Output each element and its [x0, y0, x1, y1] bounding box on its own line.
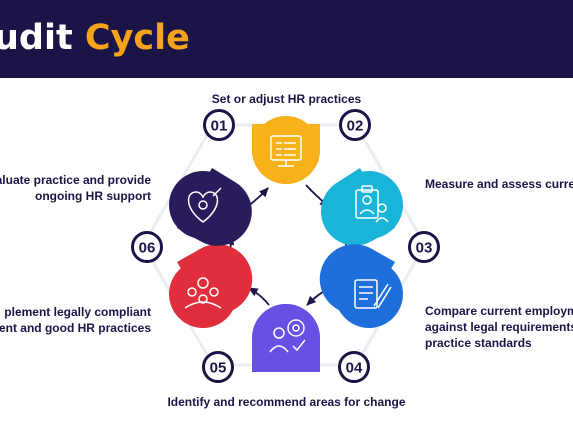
- step-3-label-line-2: against legal requirements: [425, 320, 573, 334]
- evaluate-label-line-2: ongoing HR support: [35, 189, 151, 203]
- evaluate-label: aluate practice and provide ongoing HR s…: [0, 172, 151, 204]
- header-banner: [0, 0, 573, 78]
- target-person-icon: [269, 319, 306, 353]
- badge-03: 03: [408, 231, 440, 263]
- heart-gear-icon: [187, 187, 222, 223]
- badge-05-number: 05: [210, 360, 227, 377]
- arrow-6-to-1: [247, 187, 269, 207]
- step-node-3: [319, 244, 403, 328]
- step-node-6: [169, 244, 253, 328]
- step-4-label: Identify and recommend areas for change: [0, 394, 573, 410]
- step-6-label-line-1: plement legally compliant: [4, 305, 151, 319]
- step-3-label: Compare current employm against legal re…: [425, 303, 573, 351]
- step-3-label-line-3: practice standards: [425, 336, 532, 350]
- step-1-label-line: Set or adjust HR practices: [211, 92, 362, 106]
- step-3-label-line-1: Compare current employm: [425, 304, 573, 318]
- document-pen-icon: [354, 279, 392, 309]
- badge-03-number: 03: [416, 240, 433, 257]
- step-6-label: plement legally compliant ment and good …: [0, 304, 151, 336]
- clipboard-user-icon: [355, 185, 389, 223]
- step-6-label-line-2: ment and good HR practices: [0, 321, 151, 335]
- step-node-2: [320, 168, 403, 246]
- badge-02-number: 02: [347, 118, 364, 135]
- badge-06: 06: [131, 231, 163, 263]
- step-2-label-line: Measure and assess curre: [425, 177, 573, 191]
- badge-04-number: 04: [346, 360, 363, 377]
- badge-06-number: 06: [139, 240, 156, 257]
- arrow-4-to-5: [248, 287, 270, 306]
- step-2-label: Measure and assess curre: [425, 176, 573, 192]
- page-title: udit Cycle: [0, 18, 190, 58]
- badge-04: 04: [338, 351, 370, 383]
- badge-01-number: 01: [211, 118, 228, 135]
- team-group-icon: [184, 277, 222, 309]
- step-node-4: [252, 304, 320, 372]
- step-node-evaluate: [169, 168, 252, 246]
- evaluate-label-line-1: aluate practice and provide: [0, 173, 151, 187]
- title-prefix: udit: [0, 18, 73, 58]
- badge-01: 01: [203, 109, 235, 141]
- checklist-monitor-icon: [270, 135, 302, 167]
- badge-02: 02: [339, 109, 371, 141]
- title-accent: Cycle: [84, 18, 190, 58]
- step-node-1: [252, 116, 320, 184]
- badge-05: 05: [202, 351, 234, 383]
- step-4-label-line: Identify and recommend areas for change: [167, 395, 406, 409]
- step-1-label: Set or adjust HR practices: [0, 91, 573, 107]
